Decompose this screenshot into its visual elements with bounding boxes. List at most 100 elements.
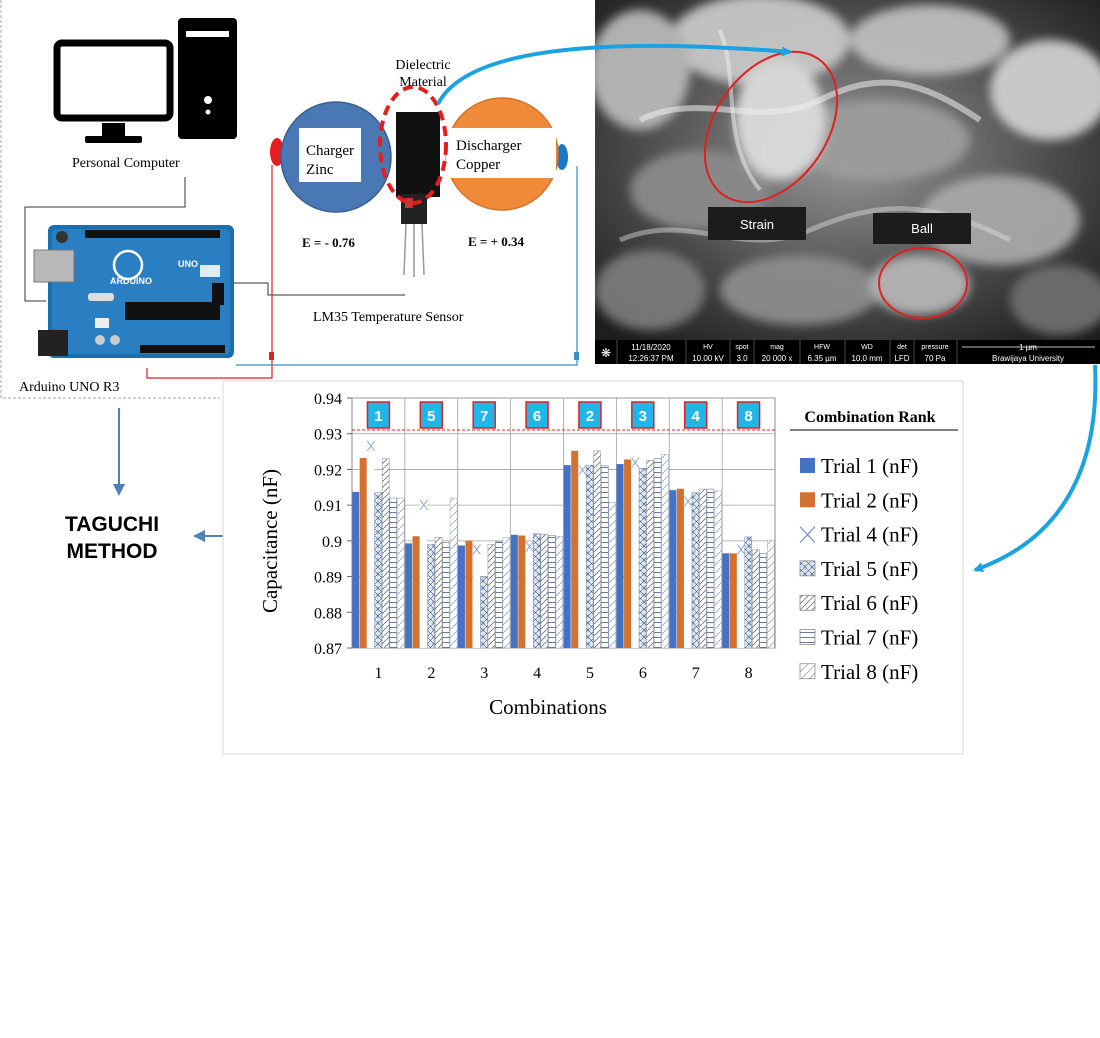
bar-4 (585, 464, 594, 649)
bar-1 (510, 534, 518, 648)
bar-4 (533, 533, 541, 649)
bar-trial4 (472, 544, 480, 648)
bar-7 (767, 539, 775, 649)
sem-info-value: 3.0 (736, 354, 748, 363)
bar-2 (518, 535, 526, 648)
rank-label: 4 (692, 408, 701, 425)
bar-1 (722, 553, 730, 648)
bar-7 (555, 535, 564, 649)
x-tick-label: 2 (427, 665, 435, 682)
sem-info-value: 6.35 µm (807, 354, 836, 363)
bar-5 (752, 549, 760, 649)
rank-label: 3 (639, 408, 647, 425)
red-wire-connector (269, 352, 274, 360)
bar-trial4 (578, 465, 586, 648)
x-tick-label: 3 (480, 665, 488, 682)
charger-label-line1: Charger (306, 143, 354, 159)
bar-4 (374, 492, 382, 649)
ball-label-box (873, 213, 971, 244)
legend-label: Trial 2 (nF) (821, 488, 918, 512)
charger-label-box (299, 128, 361, 182)
bar-trial4-marker (419, 499, 428, 511)
rank-box (419, 401, 444, 429)
bar-1 (563, 465, 571, 648)
rank-label: 1 (374, 408, 382, 425)
bar-6 (442, 542, 450, 649)
legend-swatch (799, 663, 816, 680)
personal-computer-label: Personal Computer (72, 156, 180, 171)
computer-icon (53, 18, 237, 143)
bar-5 (434, 537, 443, 649)
strain-highlight-ellipse (703, 50, 839, 204)
sem-info-head: HFW (814, 344, 830, 351)
sem-time: 12:26:37 PM (628, 354, 674, 363)
y-tick-label: 0.88 (314, 605, 342, 622)
bar-6 (495, 541, 503, 649)
blue-wire (236, 166, 578, 366)
sem-info-value: LFD (894, 354, 909, 363)
rank-legend-title: Combination Rank (804, 409, 935, 426)
bar-trial4-marker (472, 544, 481, 555)
arduino-label: Arduino UNO R3 (19, 380, 119, 395)
sem-info-value: 10.00 kV (692, 354, 724, 363)
lm35-sensor-icon (396, 112, 440, 277)
usb-cable (24, 177, 186, 302)
sem-info-value: 70 Pa (925, 354, 946, 363)
strain-label: Strain (740, 217, 774, 232)
bar-5 (699, 488, 707, 649)
bar-1 (352, 491, 360, 648)
bar-trial4 (737, 544, 745, 648)
x-tick-label: 8 (745, 665, 753, 682)
y-axis-title: Capacitance (nF) (258, 469, 282, 613)
sem-to-chart-arrow (973, 364, 1098, 573)
rank-label: 7 (480, 408, 488, 425)
sem-institution: Brawijaya University (992, 354, 1064, 363)
copper-potential: E = + 0.34 (468, 234, 524, 249)
rank-box (631, 401, 655, 429)
x-tick-label: 4 (533, 665, 541, 682)
discharger-label-box (446, 128, 556, 178)
red-wire (146, 165, 273, 379)
rank-label: 5 (427, 408, 435, 425)
bar-7 (396, 497, 405, 649)
rank-box (525, 401, 549, 429)
legend-swatch (800, 458, 815, 473)
bar-2 (465, 540, 473, 648)
sem-info-head: HV (703, 344, 713, 351)
y-tick-label: 0.87 (314, 641, 342, 658)
taguchi-label-line1: TAGUCHI (65, 513, 159, 536)
bar-4 (744, 536, 753, 649)
dielectric-highlight-ellipse (378, 85, 448, 205)
bar-trial4 (684, 496, 692, 648)
sem-info-head: det (897, 344, 907, 351)
bar-trial4-marker (525, 541, 534, 552)
legend-label: Trial 4 (nF) (821, 523, 918, 547)
bar-7 (608, 502, 616, 649)
bar-4 (480, 577, 488, 649)
dielectric-to-sem-arrow (436, 43, 792, 105)
sem-micrograph (595, 0, 1100, 340)
zinc-potential: E = - 0.76 (302, 235, 355, 250)
bar-trial4-marker (736, 544, 746, 555)
y-tick-label: 0.94 (314, 391, 342, 408)
copper-electrode-terminal (556, 144, 568, 170)
legend-label: Trial 1 (nF) (821, 454, 918, 478)
x-tick-label: 6 (639, 665, 647, 682)
bar-1 (616, 464, 624, 648)
bar-4 (427, 544, 435, 649)
sensor-lead-line (233, 282, 405, 296)
legend-label: Trial 7 (nF) (821, 626, 918, 650)
sem-info-head: pressure (921, 344, 948, 351)
legend-swatch (799, 629, 816, 645)
bar-6 (600, 465, 609, 649)
legend-label: Trial 8 (nF) (821, 660, 918, 684)
bar-trial4 (367, 440, 375, 648)
bar-1 (405, 543, 413, 648)
bar-7 (502, 537, 511, 649)
rank-label: 2 (586, 408, 594, 425)
discharger-label-line2: Copper (456, 157, 500, 173)
